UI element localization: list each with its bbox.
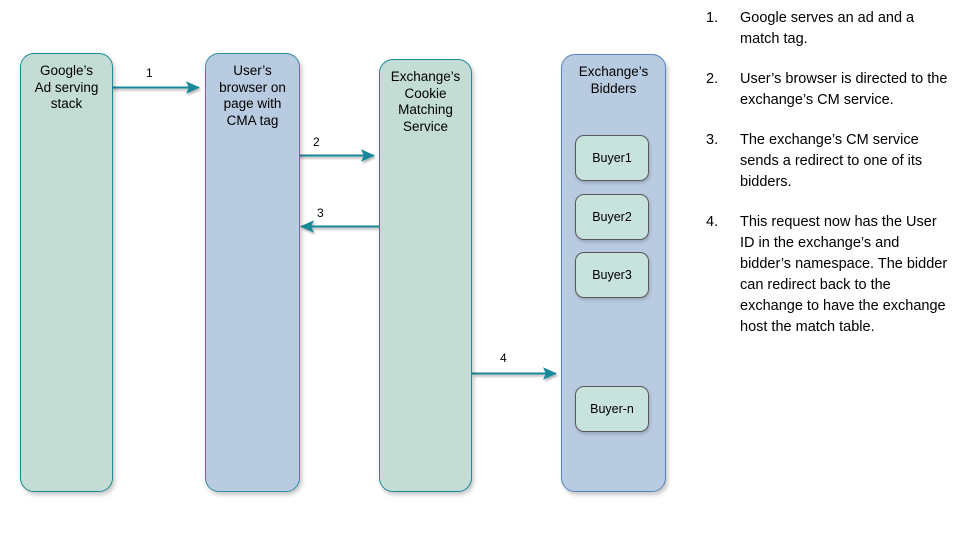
arrow-4-number: 4 (500, 351, 507, 365)
step-item-4: 4. This request now has the User ID in t… (706, 212, 952, 338)
step-3-number: 3. (706, 132, 719, 148)
step-item-2: 2. User’s browser is directed to the exc… (706, 69, 952, 111)
node-ad-serving-stack-label: Google’s Ad serving stack (34, 63, 99, 111)
buyer-box-2-label: Buyer2 (592, 209, 632, 224)
node-user-browser-label: User’s browser on page with CMA tag (219, 63, 286, 128)
arrow-1-number: 1 (146, 66, 153, 80)
node-cookie-matching-service[interactable]: Exchange’s Cookie Matching Service (379, 59, 472, 492)
step-item-3: 3. The exchange’s CM service sends a red… (706, 130, 952, 193)
step-4-number: 4. (706, 214, 719, 230)
node-ad-serving-stack[interactable]: Google’s Ad serving stack (20, 53, 113, 492)
step-1-text: Google serves an ad and a match tag. (740, 10, 915, 47)
arrow-3-number: 3 (317, 206, 324, 220)
buyer-box-n-label: Buyer-n (590, 401, 634, 416)
buyer-box-n[interactable]: Buyer-n (575, 386, 649, 432)
arrow-2-number: 2 (313, 135, 320, 149)
buyer-box-1[interactable]: Buyer1 (575, 135, 649, 181)
buyer-box-2[interactable]: Buyer2 (575, 194, 649, 240)
step-item-1: 1. Google serves an ad and a match tag. (706, 8, 952, 50)
step-4-text: This request now has the User ID in the … (740, 214, 948, 335)
steps-list: 1. Google serves an ad and a match tag. … (706, 8, 952, 357)
step-2-text: User’s browser is directed to the exchan… (740, 71, 948, 108)
node-cookie-matching-service-label: Exchange’s Cookie Matching Service (390, 69, 461, 134)
node-user-browser[interactable]: User’s browser on page with CMA tag (205, 53, 300, 492)
step-1-number: 1. (706, 10, 719, 26)
buyer-box-3-label: Buyer3 (592, 267, 632, 282)
buyer-box-1-label: Buyer1 (592, 150, 632, 165)
buyer-box-3[interactable]: Buyer3 (575, 252, 649, 298)
node-exchange-bidders-label: Exchange’s Bidders (578, 64, 649, 96)
step-2-number: 2. (706, 71, 719, 87)
step-3-text: The exchange’s CM service sends a redire… (740, 132, 923, 190)
